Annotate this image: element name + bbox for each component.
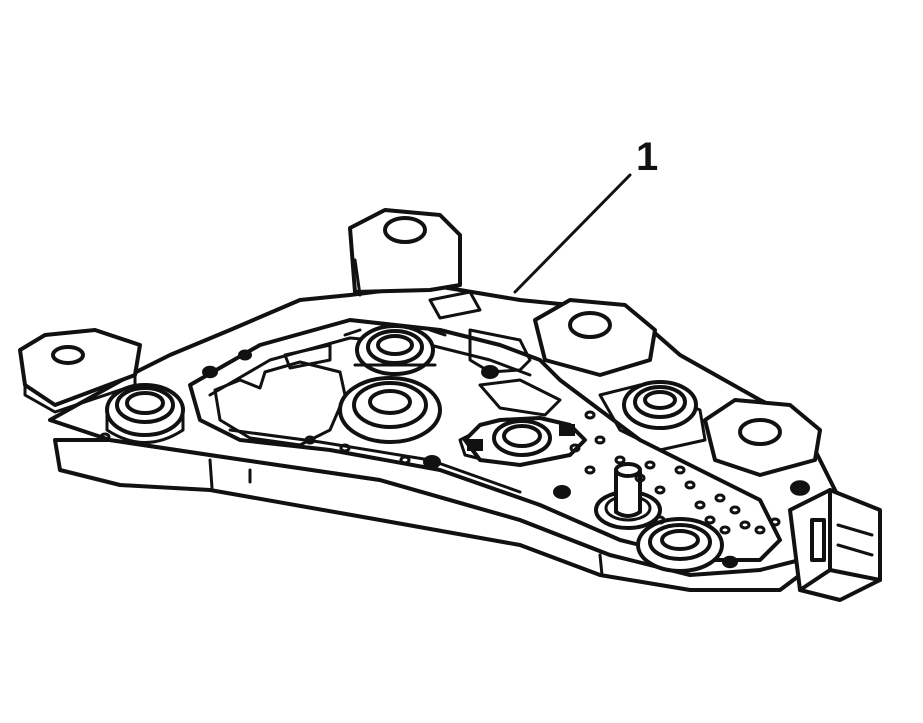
mounting-ear-left [18, 328, 142, 414]
rivet [594, 435, 606, 445]
seal-port-lower [636, 517, 724, 573]
rivet [694, 500, 706, 510]
rivet [569, 443, 581, 453]
rivet [553, 485, 571, 499]
seal-port-right [622, 380, 698, 430]
selector-shaft [594, 462, 662, 530]
rivet [704, 515, 716, 525]
seal-port-center [338, 376, 442, 444]
seal-port-upper [343, 324, 447, 376]
rivet [684, 480, 696, 490]
rivet [99, 432, 111, 442]
rivet [654, 515, 666, 525]
rivet [722, 555, 738, 569]
rivet [399, 455, 411, 465]
mounting-ear-top [348, 208, 462, 297]
rivet [238, 349, 252, 361]
rivet [654, 485, 666, 495]
rivet [714, 493, 726, 503]
rivet [481, 365, 499, 379]
rivet [634, 473, 646, 483]
mounting-ear-right-lower [703, 398, 822, 477]
rivet [739, 520, 751, 530]
rivet [769, 517, 781, 527]
seal-port-left [105, 383, 185, 444]
mounting-ear-right-upper [533, 298, 657, 377]
callout-leader-line [513, 173, 632, 294]
rivet [584, 410, 596, 420]
rivet [644, 460, 656, 470]
callout-label-1: 1 [636, 135, 658, 179]
rivet [729, 505, 741, 515]
rivet [304, 435, 316, 445]
callout-1: 1 [513, 135, 658, 294]
rivets [99, 349, 810, 569]
rivet [423, 455, 441, 469]
rivet [719, 525, 731, 535]
rivet [614, 455, 626, 465]
seal-port-middle [463, 416, 587, 467]
rivet [790, 480, 810, 496]
rivet [202, 365, 218, 379]
rivet [754, 525, 766, 535]
rivet [674, 465, 686, 475]
rivet [339, 443, 351, 453]
electrical-connector [788, 488, 882, 602]
rivet [584, 465, 596, 475]
